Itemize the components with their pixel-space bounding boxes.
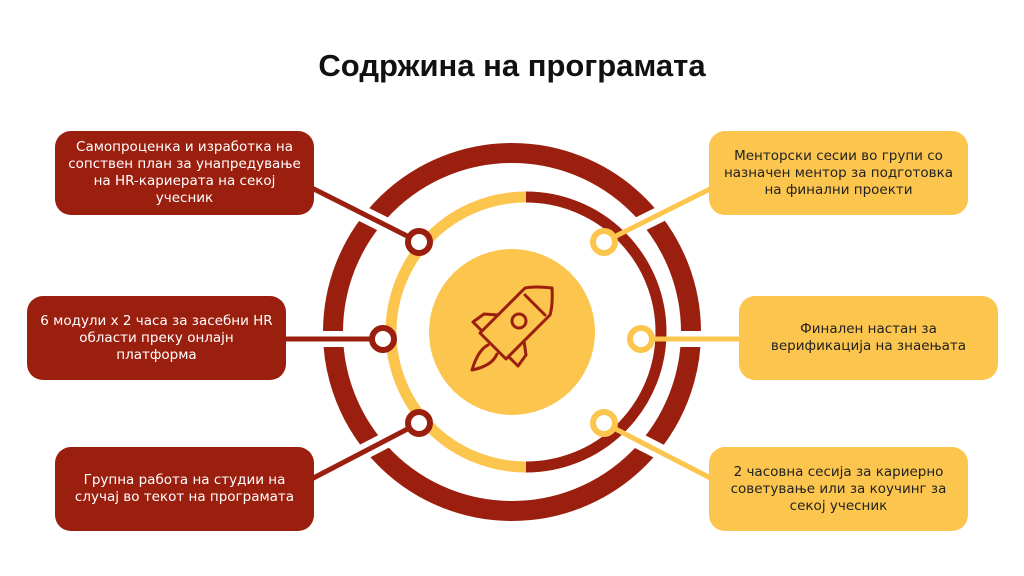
- page-title: Содржина на програмата: [318, 48, 706, 83]
- node-left-top: [405, 228, 433, 256]
- item-box-right-3: 2 часовна сесија за кариерно советување …: [709, 447, 968, 531]
- item-box-right-2: Финален настан за верификација на знаења…: [739, 296, 998, 380]
- item-box-left-2: 6 модули x 2 часа за засебни HR области …: [27, 296, 286, 380]
- node-right-mid: [627, 325, 655, 353]
- rocket-icon: [470, 285, 554, 372]
- item-box-right-1: Менторски сесии во групи со назначен мен…: [709, 131, 968, 215]
- center-circle: [429, 249, 595, 415]
- connectors: [280, 179, 744, 488]
- node-right-top: [590, 228, 618, 256]
- item-box-left-3: Групна работа на студии на случај во тек…: [55, 447, 314, 531]
- node-left-bottom: [405, 409, 433, 437]
- item-box-left-1: Самопроценка и изработка на сопствен пла…: [55, 131, 314, 215]
- inner-ring-red: [525, 191, 667, 473]
- node-left-mid: [369, 325, 397, 353]
- node-right-bottom: [590, 409, 618, 437]
